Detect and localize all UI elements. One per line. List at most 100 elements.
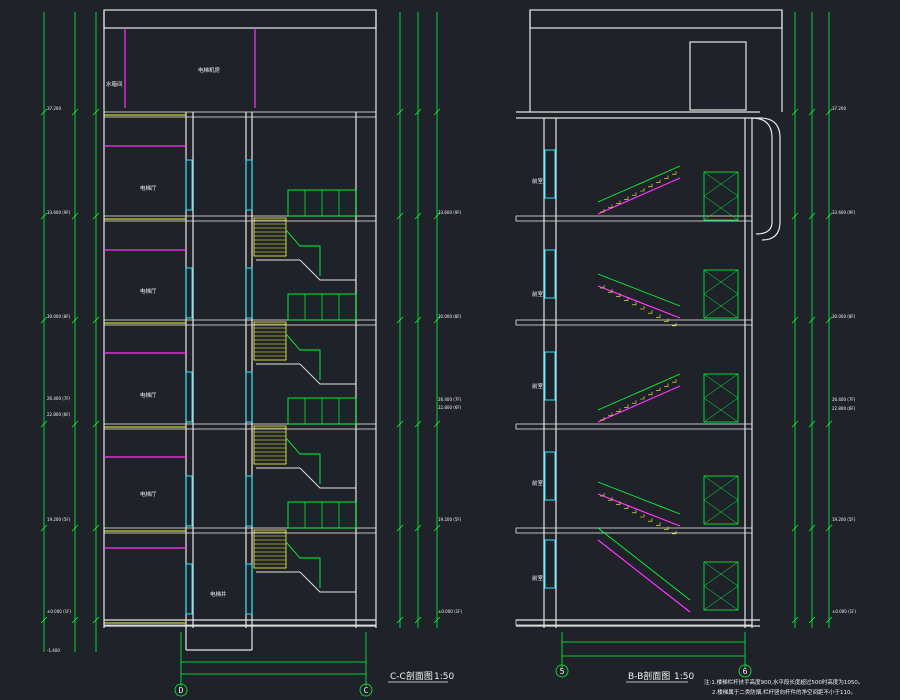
cc-room-label-3: 电梯厅 (140, 391, 157, 399)
bb-stair-tread (624, 196, 629, 200)
bb-stair-tread (656, 522, 661, 526)
cc-stair-flight (253, 529, 287, 569)
bb-stair-tread (648, 518, 653, 522)
bb-dim-tick (825, 212, 833, 220)
bb-elev-right-3: 30.000 (8F) (832, 314, 856, 319)
bb-slab (515, 215, 753, 222)
cc-slab (103, 111, 377, 118)
cc-door-panel (185, 563, 193, 615)
cc-axis-label-left: D (179, 686, 184, 695)
cc-elev-right-6: ±0.000 (1F) (438, 609, 462, 614)
bb-dim-tick (808, 212, 816, 220)
cc-door-panel (185, 267, 193, 319)
cc-dim-tick (396, 316, 404, 324)
cc-room-label-1: 电梯厅 (140, 184, 157, 192)
bb-door-panel (544, 451, 556, 501)
cc-dimension-ticks-left (40, 108, 100, 624)
cc-dim-tick (92, 212, 100, 220)
bb-room-label-5: 前室 (532, 574, 544, 582)
bb-stair-stringer-bottom (597, 539, 691, 613)
cc-stair-flight (253, 425, 287, 465)
bb-elev-right-4: 26.400 (7F) (832, 397, 856, 402)
bb-dim-tick (825, 108, 833, 116)
cc-dim-tick (92, 524, 100, 532)
bb-stair-tread (624, 297, 629, 301)
cc-elev-left-5: 22.800 (6F) (47, 412, 71, 417)
bb-slab (515, 423, 753, 430)
cc-slab (103, 319, 377, 326)
bb-floor-slabs (515, 215, 753, 626)
cc-room-label-6: 电梯机房 (198, 66, 221, 74)
cc-dim-tick (396, 212, 404, 220)
cc-caption: C-C剖面图 (390, 670, 433, 682)
bb-window-cross (703, 373, 739, 423)
cc-axis-label-right: C (364, 686, 369, 695)
bb-stair-tread (600, 209, 605, 213)
bb-dim-tick (825, 316, 833, 324)
cc-bottom-dimensions (180, 632, 367, 686)
bb-dim-tick (791, 212, 799, 220)
cc-slab (103, 215, 377, 222)
section-c-c: D C 电梯厅 电梯厅 电梯厅 电梯厅 电梯井 电梯机房 水箱间 37.200 … (40, 9, 462, 697)
cc-floor-slabs (103, 111, 377, 626)
bb-stair-tread (664, 526, 669, 530)
cc-dim-tick (433, 316, 441, 324)
cc-door-panel (185, 475, 193, 527)
cc-door-panels (185, 159, 253, 615)
cc-elev-right-3: 26.400 (7F) (438, 397, 462, 402)
cc-room-label-7: 水箱间 (106, 80, 123, 88)
cc-dim-tick (40, 616, 48, 624)
cc-dim-tick (433, 108, 441, 116)
cc-dim-tick (396, 420, 404, 428)
cc-elev-right-2: 30.000 (8F) (438, 314, 462, 319)
cc-elev-left-4: 26.400 (7F) (47, 396, 71, 401)
bb-dim-tick (825, 420, 833, 428)
bb-elev-right-7: ±0.000 (1F) (832, 609, 856, 614)
bb-caption: B-B剖面图 (628, 670, 670, 682)
bb-stair-tread (616, 293, 621, 297)
bb-door-panels (544, 149, 739, 611)
bb-dim-tick (808, 616, 816, 624)
cc-dim-tick (40, 420, 48, 428)
note-line-2: 2.楼梯属于二类防烟,栏杆竖向杆件的净空间距不小于110。 (712, 688, 856, 696)
bb-stair-tread (616, 200, 621, 204)
bb-stair-tread (608, 412, 613, 417)
bb-dim-tick (825, 524, 833, 532)
cc-dim-tick (433, 212, 441, 220)
bb-stair-tread (656, 387, 661, 391)
cc-handrail (285, 541, 321, 588)
cc-elev-left-1: 37.200 (47, 106, 61, 111)
bb-stair-tread (648, 391, 653, 396)
bb-stair-tread (600, 493, 605, 497)
bb-room-label-3: 前室 (532, 382, 544, 390)
cc-dim-tick (433, 616, 441, 624)
section-b-b: 5 6 前室 前室 前室 前室 前室 37.200 33.600 (9F) 30… (515, 9, 863, 696)
cc-room-label-5: 电梯井 (210, 590, 227, 598)
bb-dim-tick (808, 108, 816, 116)
bb-dim-tick (791, 108, 799, 116)
cc-door-panel (245, 371, 253, 423)
bb-slab (515, 527, 753, 534)
cc-magenta-lines (104, 28, 256, 549)
bb-stair-tread (608, 204, 613, 209)
cc-slab (103, 527, 377, 534)
note-line-1: 注:1.楼梯栏杆扶手高度900,水平段长度超过500时高度为1050。 (704, 678, 863, 686)
bb-stair-tread (600, 417, 605, 421)
bb-stair-tread (624, 505, 629, 509)
cc-stair-landing (256, 259, 356, 281)
bb-axis-label-right: 6 (743, 667, 748, 676)
bb-scale: 1:50 (674, 672, 694, 682)
bb-elev-right-6: 19.200 (5F) (832, 517, 856, 522)
bb-elev-right-1: 37.200 (832, 106, 846, 111)
bb-stair-tread (672, 171, 677, 175)
cc-elev-right-1: 33.600 (9F) (438, 210, 462, 215)
bb-stair-tread (640, 396, 645, 400)
cc-slab (103, 619, 377, 626)
bb-stair-tread (632, 192, 637, 196)
bb-dim-tick (808, 316, 816, 324)
bb-stair-tread (616, 408, 621, 412)
bb-room-label-2: 前室 (532, 290, 544, 298)
bb-stair-stringer (597, 285, 681, 319)
cc-door-panel (245, 563, 253, 615)
